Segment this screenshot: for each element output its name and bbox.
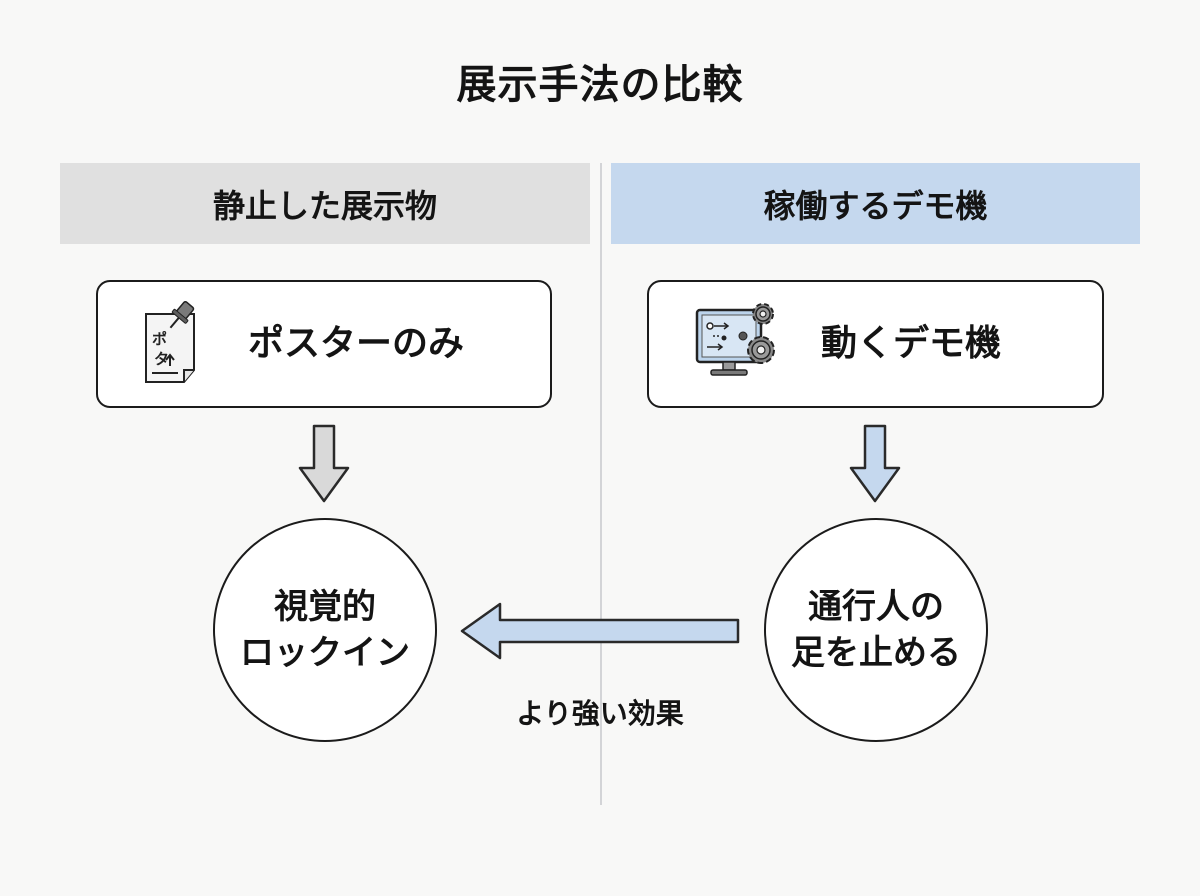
poster-only-label: ポスターのみ <box>248 323 465 364</box>
poster-only-box: ポ タ ポスターのみ <box>96 280 552 408</box>
poster-text-line2: タ <box>154 350 169 368</box>
stop-passersby-line2: 足を止める <box>791 633 961 673</box>
moving-demo-box: 動くデモ機 <box>647 280 1104 408</box>
visual-lock-in-circle: 視覚的 ロックイン <box>213 518 437 742</box>
stronger-effect-arrow <box>460 602 740 660</box>
static-exhibit-header: 静止した展示物 <box>60 163 590 244</box>
left-down-arrow <box>298 424 350 503</box>
demo-machine-monitor-gears-icon <box>695 303 775 376</box>
stop-passersby-circle: 通行人の 足を止める <box>764 518 988 742</box>
moving-demo-label: 動くデモ機 <box>821 323 1002 364</box>
visual-lock-in-line1: 視覚的 <box>274 587 376 627</box>
visual-lock-in-line2: ロックイン <box>240 633 410 673</box>
right-down-arrow <box>849 424 901 503</box>
live-demo-header-label: 稼働するデモ機 <box>763 186 988 225</box>
pinned-poster-icon: ポ タ <box>145 301 195 383</box>
poster-text-line1: ポ <box>152 330 167 348</box>
stronger-effect-label: より強い効果 <box>516 697 684 730</box>
live-demo-header: 稼働するデモ機 <box>611 163 1140 244</box>
column-divider <box>600 163 602 805</box>
static-exhibit-header-label: 静止した展示物 <box>212 186 437 225</box>
stop-passersby-line1: 通行人の <box>808 587 944 627</box>
page-title: 展示手法の比較 <box>456 62 744 108</box>
